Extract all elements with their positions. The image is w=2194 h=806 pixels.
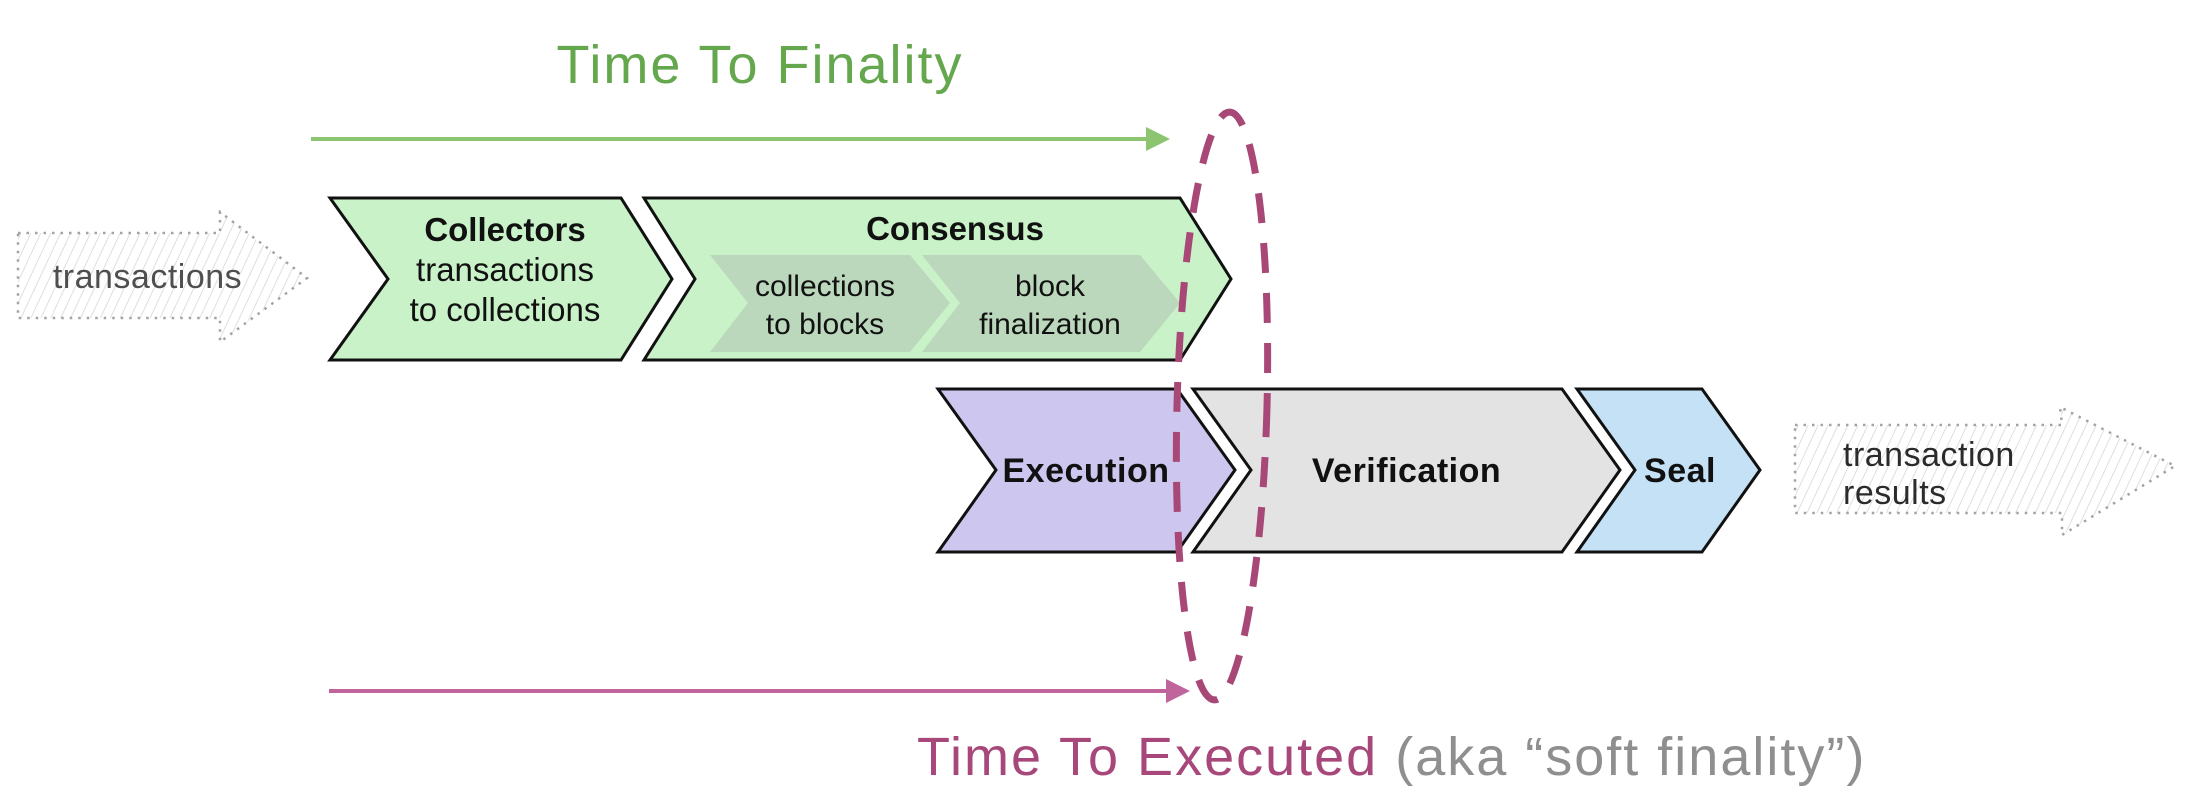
transaction-results-output-arrow [1793, 404, 2178, 538]
time-to-finality-arrowhead [1146, 127, 1170, 151]
time-to-finality-title: Time To Finality [556, 35, 964, 95]
transaction-results-label: transaction results [1843, 436, 2083, 512]
block-finalization-line2: finalization [979, 308, 1121, 341]
seal-title: Seal [1644, 452, 1716, 490]
verification-chevron [1190, 387, 1622, 554]
collections-to-blocks-line1: collections [754, 270, 896, 303]
transaction-results-line1: transaction [1843, 436, 2015, 474]
block-finalization-label: block finalization [950, 268, 1150, 344]
soft-finality-ellipse [1172, 108, 1272, 704]
transactions-input-arrow [16, 209, 310, 345]
time-to-executed-arrowhead [1166, 679, 1190, 703]
collectors-subline-1: transactions [416, 251, 594, 288]
collections-to-blocks-label: collections to blocks [730, 268, 920, 344]
collectors-title: Collectors [424, 211, 586, 248]
transaction-results-line2: results [1843, 474, 1947, 512]
collectors-chevron [327, 196, 674, 362]
execution-title: Execution [1002, 452, 1170, 490]
collectors-subline-2: to collections [409, 291, 601, 328]
seal-chevron [1574, 387, 1762, 554]
time-to-executed-secondary: (aka “soft finality”) [1395, 727, 1867, 787]
consensus-title: Consensus [866, 210, 1044, 247]
collectors-label-block: Collectors transactions to collections [380, 210, 630, 330]
verification-title: Verification [1311, 452, 1502, 490]
collections-to-blocks-chevron [710, 255, 950, 352]
time-to-executed-primary: Time To Executed [917, 727, 1379, 787]
time-to-executed-title: Time To Executed (aka “soft finality”) [917, 726, 1866, 788]
transactions-input-label: transactions [52, 258, 243, 296]
block-finalization-chevron [922, 255, 1180, 352]
block-finalization-line1: block [1014, 270, 1086, 303]
collections-to-blocks-line2: to blocks [765, 308, 885, 341]
